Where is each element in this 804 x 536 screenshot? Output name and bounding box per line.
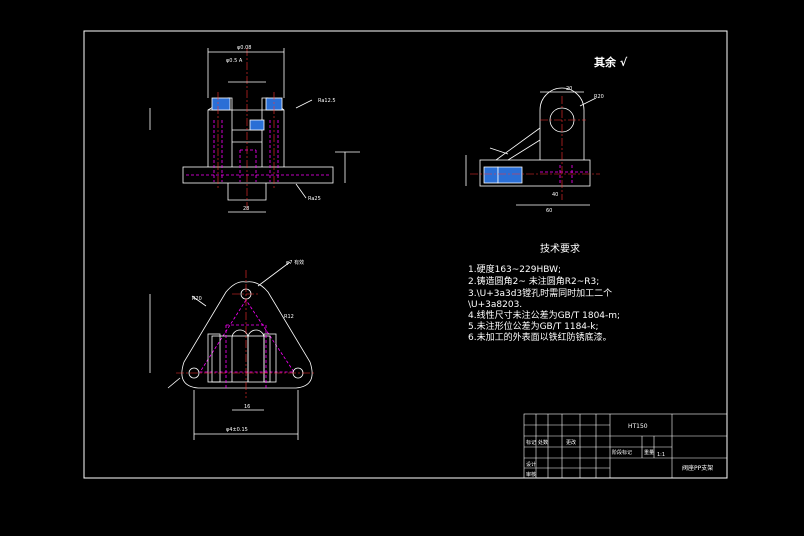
tech-req-line-3: 3.\U+3a3d3镗孔时需同时加工二个 bbox=[468, 287, 612, 299]
tech-requirements: 技术要求 1.硬度163~229HBW; 2.铸造圆角2~ 未注圆角R2~R3;… bbox=[468, 242, 620, 343]
tech-req-line-1: 1.硬度163~229HBW; bbox=[468, 263, 561, 275]
svg-text:R20: R20 bbox=[594, 94, 604, 100]
front-view: φ0.08 φ0.5 A Ra12.5 Ra25 28 bbox=[149, 45, 360, 213]
drawing-frame bbox=[83, 30, 728, 479]
roughness-note: 其余 √ bbox=[594, 55, 628, 69]
svg-text:Ra12.5: Ra12.5 bbox=[318, 98, 336, 104]
svg-text:更改: 更改 bbox=[566, 439, 576, 446]
tech-req-line-5: 4.线性尺寸未注公差为GB/T 1804-m; bbox=[468, 309, 620, 321]
svg-text:阶段标记: 阶段标记 bbox=[612, 449, 632, 456]
title-block-scale: 1:1 bbox=[657, 452, 665, 458]
svg-text:设计: 设计 bbox=[526, 461, 536, 468]
svg-text:处数: 处数 bbox=[538, 439, 548, 446]
svg-text:28: 28 bbox=[243, 206, 249, 212]
svg-text:40: 40 bbox=[552, 192, 558, 198]
svg-text:φ4±0.15: φ4±0.15 bbox=[226, 427, 248, 433]
title-block-material: HT150 bbox=[628, 423, 648, 430]
svg-text:φ0.08: φ0.08 bbox=[237, 45, 251, 51]
svg-text:16: 16 bbox=[244, 404, 250, 410]
svg-text:R12: R12 bbox=[284, 314, 294, 320]
svg-text:φ7 有效: φ7 有效 bbox=[286, 259, 304, 266]
title-block: 标记 处数 更改 设计 审核 阶段标记 重量 bbox=[523, 413, 728, 479]
title-block-part-name: 阀座PP支架 bbox=[682, 464, 713, 472]
svg-text:60: 60 bbox=[546, 208, 552, 214]
top-view: φ4±0.15 16 φ7 有效 R20 R12 bbox=[149, 259, 316, 440]
tech-req-line-2: 2.铸造圆角2~ 未注圆角R2~R3; bbox=[468, 275, 599, 287]
svg-text:Ra25: Ra25 bbox=[308, 196, 321, 202]
svg-text:重量: 重量 bbox=[644, 449, 654, 456]
svg-text:审核: 审核 bbox=[526, 471, 536, 478]
svg-text:标记: 标记 bbox=[526, 439, 536, 446]
svg-text:φ0.5 A: φ0.5 A bbox=[226, 58, 243, 64]
svg-text:20: 20 bbox=[566, 86, 572, 92]
tech-req-line-4: \U+3a8203. bbox=[468, 300, 522, 310]
tech-req-line-6: 5.未注形位公差为GB/T 1184-k; bbox=[468, 320, 599, 332]
tech-req-line-7: 6.未加工的外表面以铁红防锈底漆。 bbox=[468, 331, 612, 343]
svg-text:R20: R20 bbox=[192, 296, 202, 302]
side-view: 20 R20 60 40 bbox=[465, 86, 604, 214]
tech-requirements-title: 技术要求 bbox=[540, 242, 580, 255]
